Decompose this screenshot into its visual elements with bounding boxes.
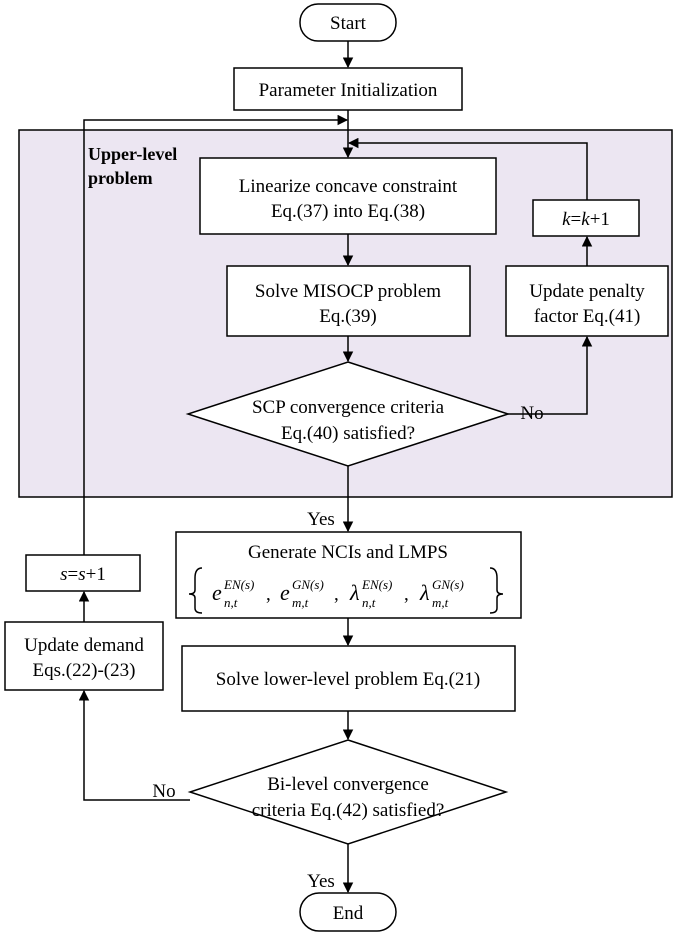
scp-yes-label: Yes	[307, 509, 335, 530]
math-comma-1: ,	[334, 584, 339, 605]
scp-decision-label-line1: SCP convergence criteria	[252, 397, 445, 418]
k-var-rhs: k	[581, 209, 590, 230]
right-brace	[489, 567, 504, 614]
k-update-node	[532, 199, 640, 237]
math-base-3: λ	[419, 580, 430, 605]
math-base-0: e	[212, 580, 222, 605]
k-rhs: +1	[590, 209, 610, 230]
math-sup-3: GN(s)	[432, 577, 464, 592]
s-update-node	[25, 554, 141, 592]
end-label: End	[333, 903, 364, 924]
scp-decision-label-line2: Eq.(40) satisfied?	[281, 423, 415, 444]
math-sup-2: EN(s)	[361, 577, 392, 592]
update-penalty-label-line2: factor Eq.(41)	[534, 306, 641, 327]
update-penalty-label-line1: Update penalty	[529, 281, 645, 302]
solve-misocp-label-line1: Solve MISOCP problem	[255, 281, 441, 302]
solve-lower-node	[181, 645, 516, 712]
math-base-1: e	[280, 580, 290, 605]
k-eq: =	[571, 209, 582, 230]
linearize-label-line1: Linearize concave constraint	[239, 176, 458, 197]
update-penalty-node	[505, 265, 669, 337]
math-sub-2: n,t	[362, 595, 376, 610]
s-rhs: +1	[86, 564, 106, 585]
bilevel-no-label: No	[152, 781, 175, 802]
math-sub-3: m,t	[432, 595, 449, 610]
edge-s-loop	[83, 114, 349, 555]
linearize-node	[199, 157, 497, 235]
solve-lower-label: Solve lower-level problem Eq.(21)	[216, 669, 481, 690]
math-sub-0: n,t	[224, 595, 238, 610]
s-var-rhs: s	[78, 564, 85, 585]
edge-bilevel-no	[78, 689, 190, 801]
edge-k-loop	[347, 137, 588, 200]
math-sup-0: EN(s)	[223, 577, 254, 592]
s-update-label: s=s+1	[60, 564, 106, 585]
init-label: Parameter Initialization	[259, 80, 438, 101]
bilevel-yes-label: Yes	[307, 871, 335, 892]
math-sup-1: GN(s)	[292, 577, 324, 592]
math-comma-2: ,	[404, 584, 409, 605]
bilevel-decision-label-line1: Bi-level convergence	[267, 774, 429, 795]
region-label-line2: problem	[88, 168, 153, 188]
bilevel-decision-label-line2: criteria Eq.(42) satisfied?	[252, 800, 445, 821]
k-update-label: k=k+1	[562, 209, 610, 230]
update-demand-label-line2: Eqs.(22)-(23)	[33, 660, 136, 681]
scp-no-label: No	[520, 403, 543, 424]
math-base-2: λ	[349, 580, 360, 605]
math-comma-0: ,	[266, 584, 271, 605]
math-sub-1: m,t	[292, 595, 309, 610]
linearize-label-line2: Eq.(37) into Eq.(38)	[271, 201, 425, 222]
k-var: k	[562, 209, 571, 230]
region-label-line1: Upper-level	[88, 144, 177, 164]
generate-label-line1: Generate NCIs and LMPS	[248, 542, 448, 563]
s-eq: =	[68, 564, 79, 585]
edge-scp-no	[508, 335, 593, 415]
update-demand-node	[4, 621, 164, 691]
update-demand-label-line1: Update demand	[24, 635, 144, 656]
s-var: s	[60, 564, 67, 585]
solve-misocp-label-line2: Eq.(39)	[319, 306, 377, 327]
left-brace	[188, 567, 203, 614]
start-label: Start	[330, 13, 367, 34]
